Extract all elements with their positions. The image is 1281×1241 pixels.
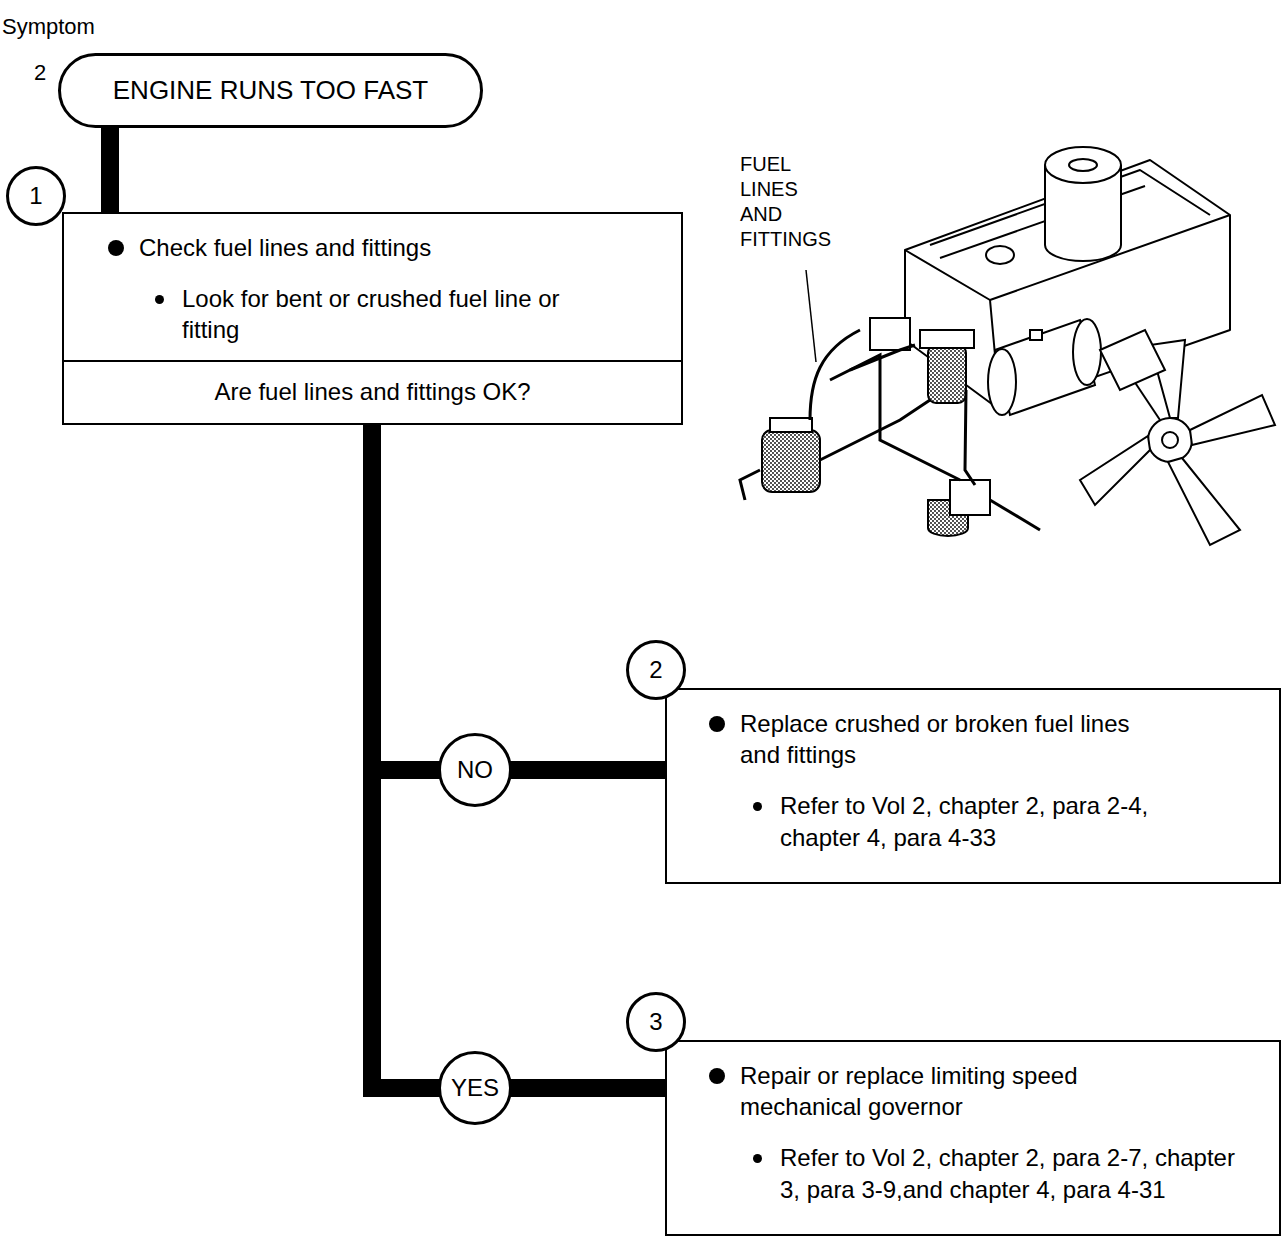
circle-text: 1 [29, 182, 42, 210]
step-text: Replace crushed or broken fuel lines and… [740, 708, 1160, 770]
drawing-part [1190, 395, 1275, 445]
step-text: Check fuel lines and fittings [139, 232, 659, 263]
drawing-part [920, 330, 974, 348]
box-body: Check fuel lines and fittingsLook for be… [64, 214, 681, 360]
reference-text: Refer to Vol 2, chapter 2, para 2-7, cha… [780, 1142, 1260, 1204]
drawing-part [762, 430, 820, 492]
drawing-part [986, 246, 1014, 264]
drawing-part [1073, 319, 1101, 385]
air-cleaner [1045, 147, 1121, 261]
drawing-part [965, 390, 975, 485]
box-body: Replace crushed or broken fuel lines and… [667, 690, 1279, 882]
drawing-part [950, 480, 990, 515]
bullet-item: Replace crushed or broken fuel lines and… [667, 690, 1279, 770]
bullet-dot [753, 1154, 762, 1163]
drawing-part [1162, 432, 1178, 448]
leader-line [806, 270, 816, 362]
drawing-part [770, 418, 812, 432]
fuel-filters [762, 318, 990, 536]
circle-text: 2 [649, 656, 662, 684]
step-text: Repair or replace limiting speed mechani… [740, 1060, 1180, 1122]
check-box: Check fuel lines and fittingsLook for be… [62, 212, 683, 425]
bullet-item: Check fuel lines and fittings [64, 214, 681, 263]
drawing-part [810, 330, 860, 420]
bullet-dot [108, 240, 124, 256]
bullet-item: Refer to Vol 2, chapter 2, para 2-4, cha… [667, 770, 1279, 852]
bullet-dot [709, 716, 725, 732]
part-label: FUEL LINES AND FITTINGS [740, 152, 844, 252]
fan [1080, 330, 1275, 545]
step-number: 2 [626, 640, 686, 700]
answer-circle: NO [438, 733, 512, 807]
drawing-part [1030, 330, 1042, 340]
flow-line [510, 1079, 667, 1097]
drawing-part [740, 470, 760, 500]
bullet-dot [709, 1068, 725, 1084]
drawing-part [830, 355, 960, 480]
flow-line [101, 126, 119, 214]
bullet-dot [155, 295, 164, 304]
step-number: 3 [626, 992, 686, 1052]
reference-text: Refer to Vol 2, chapter 2, para 2-4, cha… [780, 790, 1165, 852]
bullet-item: Look for bent or crushed fuel line or fi… [64, 263, 681, 345]
drawing-part [820, 400, 930, 460]
bullet-dot [753, 802, 762, 811]
circle-text: YES [451, 1074, 499, 1102]
drawing-part [1069, 159, 1097, 171]
circle-text: 3 [649, 1008, 662, 1036]
step-number: 1 [6, 166, 66, 226]
drawing-part [928, 345, 966, 403]
circle-text: NO [457, 756, 493, 784]
action-box: Repair or replace limiting speed mechani… [665, 1040, 1281, 1236]
drawing-part [1168, 458, 1240, 545]
symptom-box: ENGINE RUNS TOO FAST [58, 53, 483, 128]
question-text: Are fuel lines and fittings OK? [64, 360, 681, 423]
drawing-part [870, 318, 910, 350]
box-body: Repair or replace limiting speed mechani… [667, 1042, 1279, 1234]
flow-line [372, 423, 440, 770]
drawing-part [1045, 147, 1121, 183]
symptom-text: ENGINE RUNS TOO FAST [113, 75, 428, 106]
drawing-part [1100, 330, 1165, 390]
drawing-part [988, 349, 1016, 415]
bullet-item: Refer to Vol 2, chapter 2, para 2-7, cha… [667, 1122, 1279, 1204]
drawing-part [990, 500, 1040, 530]
action-box: Replace crushed or broken fuel lines and… [665, 688, 1281, 884]
reference-text: Look for bent or crushed fuel line or fi… [182, 283, 582, 345]
heading-label: Symptom [2, 14, 202, 40]
alternator [988, 319, 1101, 415]
drawing-part [1148, 418, 1192, 462]
drawing-part [1080, 436, 1150, 505]
answer-circle: YES [438, 1051, 512, 1125]
bullet-item: Repair or replace limiting speed mechani… [667, 1042, 1279, 1122]
drawing-part [850, 345, 915, 370]
fuel-lines [740, 330, 1040, 530]
flow-line [510, 761, 667, 779]
flow-line [372, 423, 440, 1088]
